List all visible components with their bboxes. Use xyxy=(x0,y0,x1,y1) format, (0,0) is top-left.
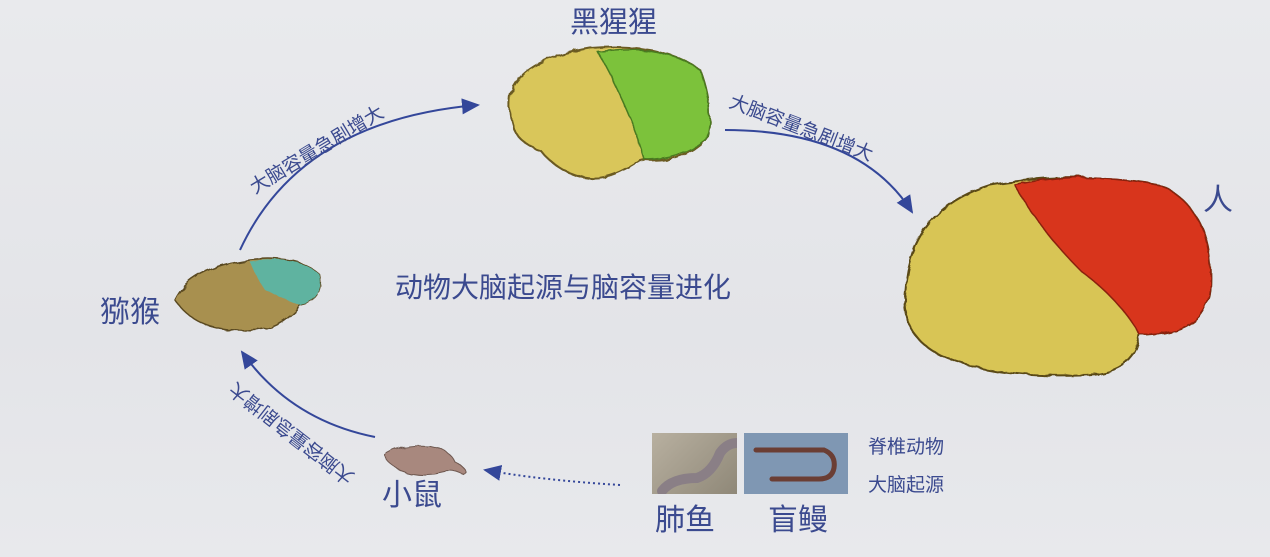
macaque-brain xyxy=(174,258,322,332)
label-chimpanzee: 黑猩猩 xyxy=(570,5,658,39)
diagram-title: 动物大脑起源与脑容量进化 xyxy=(395,271,732,304)
origin-note-line2: 大脑起源 xyxy=(868,474,945,496)
mouse-brain xyxy=(384,445,467,477)
label-hagfish: 盲鳗 xyxy=(768,503,828,538)
arrow-macaque-to-chimp xyxy=(239,98,480,251)
hagfish-photo xyxy=(744,433,848,494)
label-macaque: 猕猴 xyxy=(100,295,160,330)
label-human: 人 xyxy=(1203,183,1233,218)
lungfish-photo xyxy=(652,433,737,494)
arrow-chimp-to-human xyxy=(724,129,914,214)
label-lungfish: 肺鱼 xyxy=(655,503,715,538)
arrow-mouse-to-macaque xyxy=(240,350,376,438)
arrow-fish-to-mouse xyxy=(483,464,621,486)
origin-note-line1: 脊椎动物 xyxy=(868,436,945,458)
label-mouse: 小鼠 xyxy=(382,478,442,513)
chimpanzee-brain xyxy=(508,45,710,180)
human-brain xyxy=(903,176,1212,377)
